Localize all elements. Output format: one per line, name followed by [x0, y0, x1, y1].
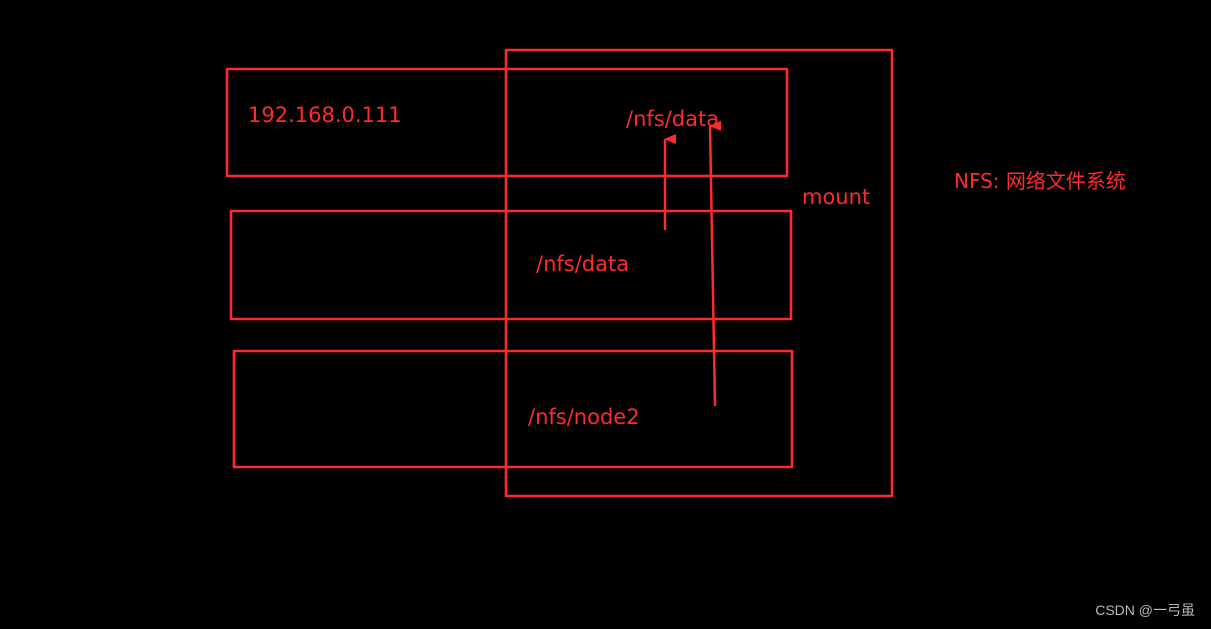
diagram-title: NFS: 网络文件系统: [954, 169, 1126, 193]
server-path-label: /nfs/data: [626, 107, 719, 131]
server-box: [225, 67, 789, 178]
node1-path-label: /nfs/data: [536, 252, 629, 276]
node2-box: [232, 349, 794, 469]
mount-region-box: [504, 48, 894, 498]
server-ip-label: 192.168.0.111: [248, 103, 402, 127]
mount-label: mount: [802, 185, 870, 209]
node1-box: [229, 209, 793, 321]
watermark-text: CSDN @一弓虽: [1095, 602, 1195, 618]
node2-mount-arrow: [708, 120, 722, 407]
node2-path-label: /nfs/node2: [528, 405, 640, 429]
